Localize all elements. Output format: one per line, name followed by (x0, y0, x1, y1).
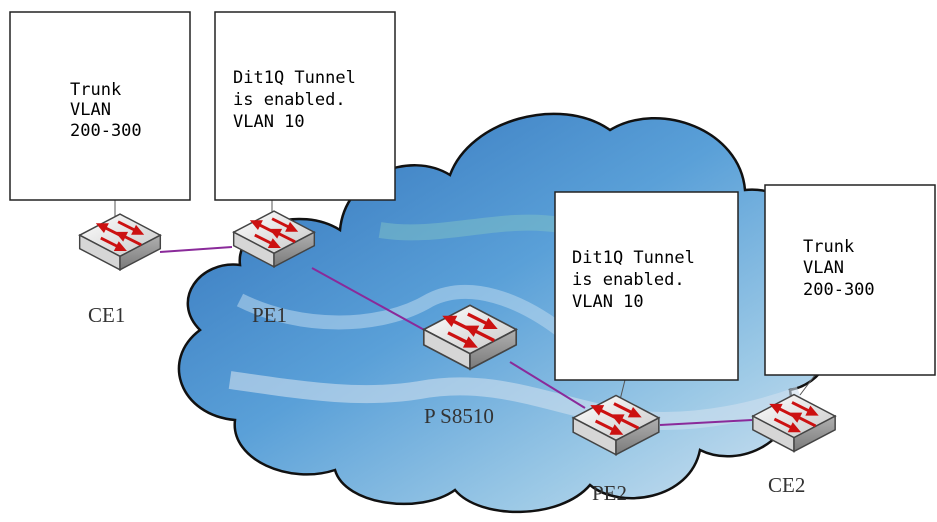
network-switch-icon (78, 212, 162, 272)
callout-ce1-line-3: 200-300 (70, 121, 142, 141)
callout-ce2-line-1: Trunk (803, 237, 854, 257)
link-pe2-ce2 (659, 419, 753, 426)
node-ce2[interactable]: CE2 (751, 392, 837, 497)
node-pe1-label: PE1 (252, 303, 287, 327)
link-ce1-pe1 (159, 246, 233, 253)
link-p-pe2 (509, 361, 586, 409)
callout-pe2-line-2: is enabled. (572, 270, 685, 290)
node-pe1[interactable]: PE1 (232, 209, 316, 327)
node-p-label: P S8510 (424, 404, 494, 428)
callout-pe2-line-1: Dit1Q Tunnel (572, 248, 695, 268)
node-ce1[interactable]: CE1 (78, 212, 162, 327)
callout-pe1-line-2: is enabled. (233, 90, 346, 110)
node-ce1-label: CE1 (88, 303, 125, 327)
callout-pe2: Dit1Q Tunnel is enabled. VLAN 10 (554, 191, 739, 401)
callout-ce2-line-3: 200-300 (803, 280, 875, 300)
callout-pe1-line-3: VLAN 10 (233, 112, 305, 132)
node-p-s8510[interactable]: P S8510 (422, 303, 518, 428)
link-pe1-p (311, 267, 429, 333)
links (159, 246, 753, 426)
callout-ce2-line-2: VLAN (803, 258, 844, 278)
callout-ce1: Trunk VLAN 200-300 (9, 11, 191, 225)
callout-pe1: Dit1Q Tunnel is enabled. VLAN 10 (214, 11, 396, 222)
node-pe2[interactable]: PE2 (571, 393, 661, 505)
callout-pe1-line-1: Dit1Q Tunnel (233, 68, 356, 88)
node-ce2-label: CE2 (768, 473, 805, 497)
callout-ce1-line-1: Trunk (70, 80, 121, 100)
node-pe2-label: PE2 (592, 481, 627, 505)
callout-ce2: Trunk VLAN 200-300 (764, 184, 936, 396)
callout-pe2-line-3: VLAN 10 (572, 292, 644, 312)
callout-ce1-line-2: VLAN (70, 100, 111, 120)
